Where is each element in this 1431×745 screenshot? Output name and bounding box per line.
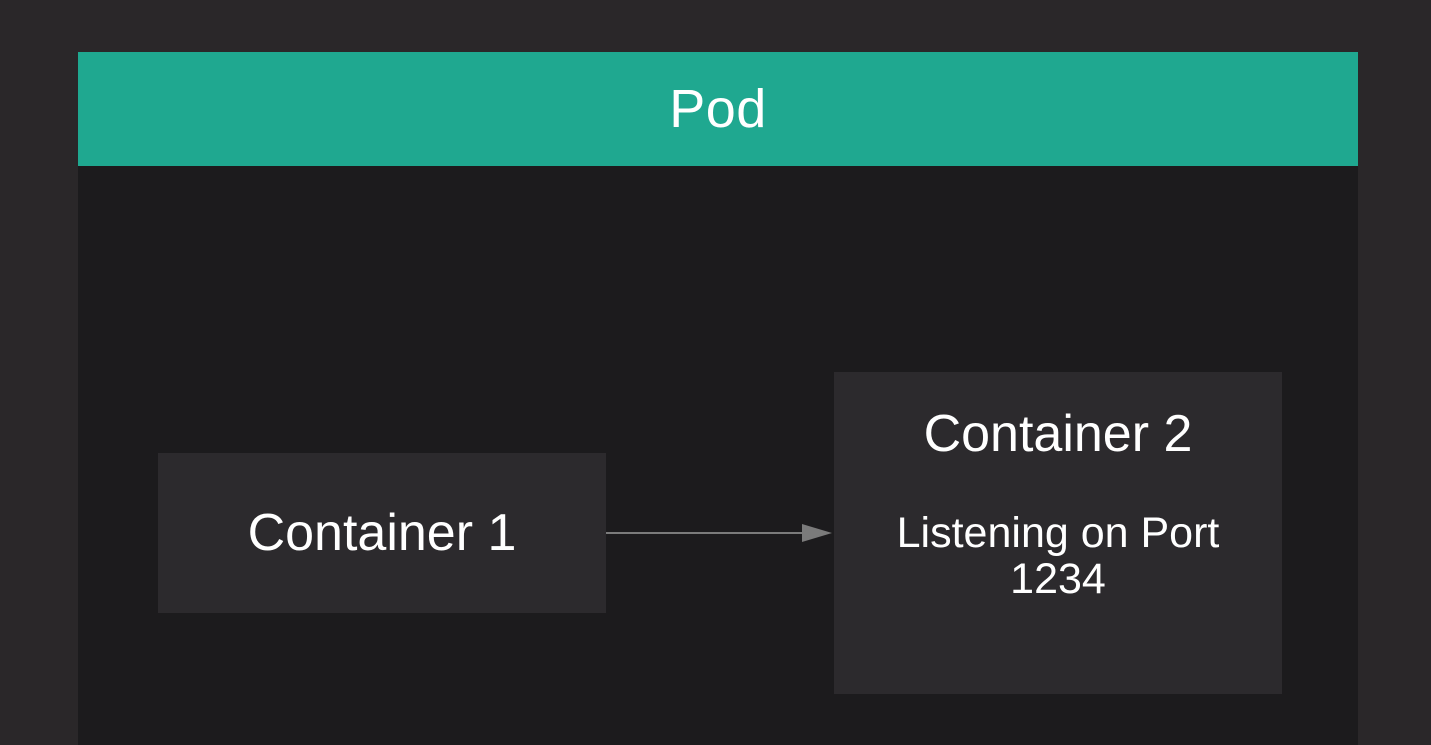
connection-arrow <box>606 524 832 542</box>
pod-title: Pod <box>669 79 767 139</box>
pod-header: Pod <box>78 52 1358 166</box>
arrow-head <box>802 524 832 542</box>
container-1-title: Container 1 <box>247 504 517 562</box>
pod: Pod Container 1 Container 2 Listening on… <box>78 52 1358 745</box>
container-2-box: Container 2 Listening on Port 1234 <box>834 372 1282 694</box>
container-1-box: Container 1 <box>158 453 606 613</box>
container-2-description: Listening on Port 1234 <box>896 509 1220 604</box>
container-2-title: Container 2 <box>923 405 1193 463</box>
